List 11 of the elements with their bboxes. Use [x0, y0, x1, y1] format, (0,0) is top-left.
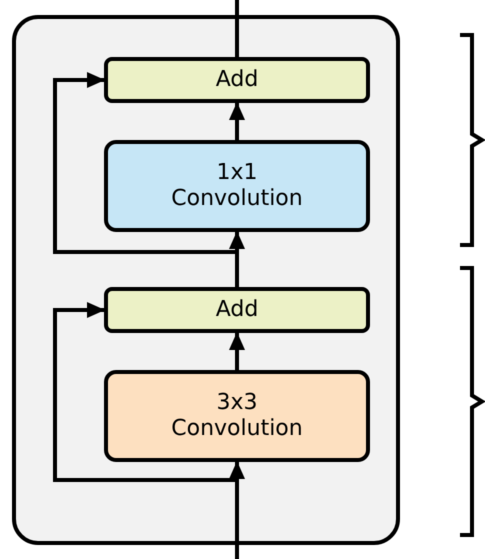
node-label: 1x1 Convolution: [170, 160, 304, 212]
arrow: [229, 332, 245, 370]
node-label: Add: [214, 296, 260, 324]
node-label: 3x3 Convolution: [170, 390, 304, 442]
container-box: [12, 15, 400, 545]
arrow: [229, 102, 245, 140]
add-box: [104, 287, 370, 333]
convolution-box: [104, 140, 370, 232]
convolution-box: [104, 370, 370, 462]
node-label: Add: [214, 66, 260, 94]
add-box: [104, 57, 370, 103]
